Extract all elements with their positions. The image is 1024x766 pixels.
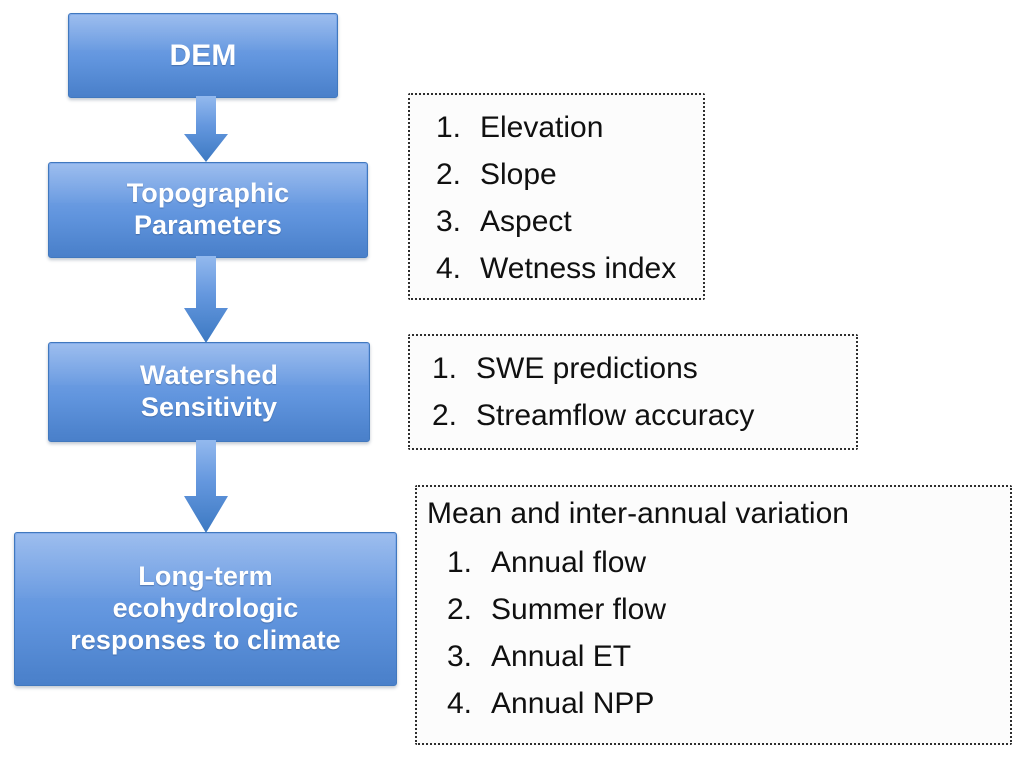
list-item: 1. Annual flow: [447, 548, 1010, 578]
list-item-number: 1.: [447, 546, 473, 579]
arrow-down-icon-watershed-to-long-term: [178, 440, 234, 535]
list-item-label: Slope: [480, 158, 557, 191]
list-item: 4. Wetness index: [436, 254, 703, 284]
detail-box-heading: Mean and inter-annual variation: [427, 497, 849, 530]
list-item-number: 1.: [436, 111, 462, 144]
list-item-label: Annual NPP: [491, 687, 655, 720]
list-item-label: Annual ET: [491, 640, 632, 673]
node-long-term-ecohydrologic-responses[interactable]: Long-term ecohydrologic responses to cli…: [14, 532, 397, 686]
list-item: 4. Annual NPP: [447, 689, 1010, 719]
node-watershed-sensitivity-label: Watershed Sensitivity: [140, 360, 278, 422]
node-long-term-ecohydrologic-responses-label: Long-term ecohydrologic responses to cli…: [70, 561, 341, 655]
list-item: 2. Streamflow accuracy: [432, 401, 856, 431]
detail-list-watershed-sensitivity: 1. SWE predictions 2. Streamflow accurac…: [410, 336, 856, 431]
arrow-down-icon-dem-to-topographic: [178, 96, 234, 164]
detail-box-topographic-parameters: 1. Elevation 2. Slope 3. Aspect 4. Wetne…: [408, 93, 705, 300]
detail-box-long-term-responses: Mean and inter-annual variation 1. Annua…: [415, 485, 1012, 745]
list-item: 2. Summer flow: [447, 595, 1010, 625]
list-item-number: 4.: [436, 252, 462, 285]
node-topographic-parameters[interactable]: Topographic Parameters: [48, 162, 368, 258]
list-item-label: Wetness index: [480, 252, 677, 285]
detail-list-topographic-parameters: 1. Elevation 2. Slope 3. Aspect 4. Wetne…: [410, 95, 703, 284]
node-dem[interactable]: DEM: [68, 13, 338, 98]
list-item-number: 2.: [432, 399, 458, 432]
list-item-number: 3.: [436, 205, 462, 238]
node-dem-label: DEM: [169, 38, 237, 72]
list-item: 3. Aspect: [436, 207, 703, 237]
list-item-number: 2.: [447, 593, 473, 626]
list-item-label: Elevation: [480, 111, 604, 144]
list-item: 1. Elevation: [436, 113, 703, 143]
list-item: 2. Slope: [436, 160, 703, 190]
list-item-label: Annual flow: [491, 546, 647, 579]
list-item-number: 2.: [436, 158, 462, 191]
list-item: 3. Annual ET: [447, 642, 1010, 672]
detail-box-watershed-sensitivity: 1. SWE predictions 2. Streamflow accurac…: [408, 334, 858, 450]
detail-list-long-term-responses: 1. Annual flow 2. Summer flow 3. Annual …: [417, 534, 1010, 719]
node-topographic-parameters-label: Topographic Parameters: [126, 178, 290, 240]
arrow-down-icon-topographic-to-watershed: [178, 256, 234, 345]
list-item-label: Summer flow: [491, 593, 667, 626]
list-item-number: 3.: [447, 640, 473, 673]
list-item-label: Aspect: [480, 205, 572, 238]
list-item-number: 1.: [432, 352, 458, 385]
list-item-number: 4.: [447, 687, 473, 720]
list-item-label: SWE predictions: [476, 352, 698, 385]
list-item: 1. SWE predictions: [432, 354, 856, 384]
list-item-label: Streamflow accuracy: [476, 399, 755, 432]
node-watershed-sensitivity[interactable]: Watershed Sensitivity: [48, 342, 370, 442]
